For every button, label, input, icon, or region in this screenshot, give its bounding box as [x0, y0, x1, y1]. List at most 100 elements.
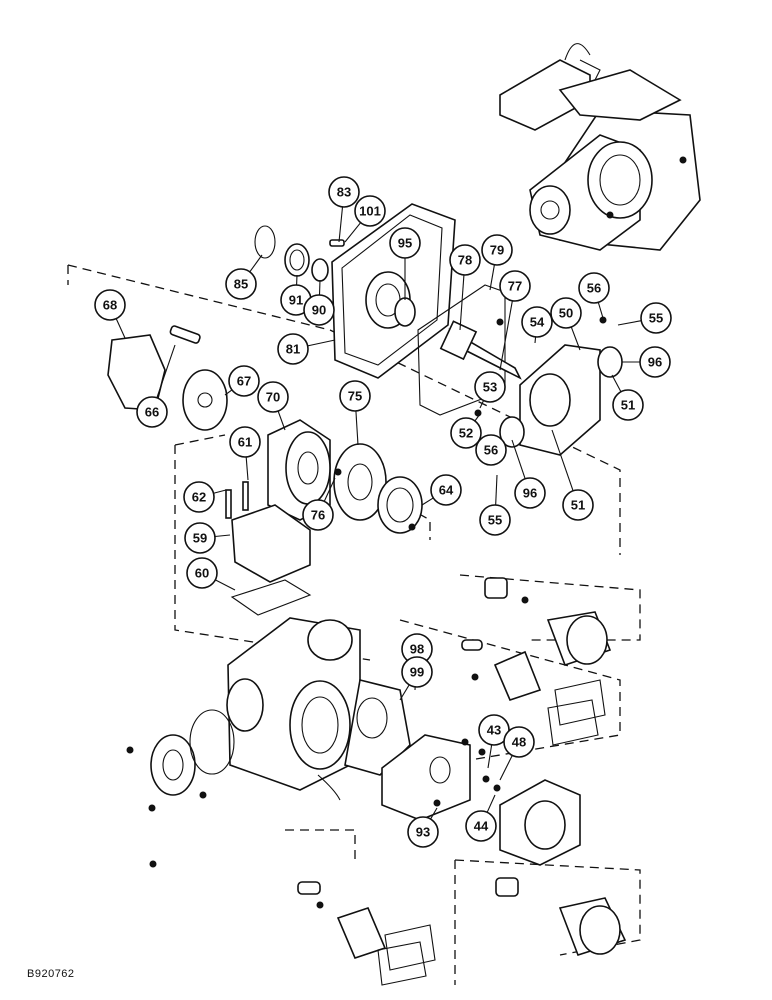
callout-label: 79 [490, 243, 504, 258]
callout-circle [479, 504, 511, 536]
callout-90: 90 [303, 279, 335, 326]
callout-leader-line [213, 489, 227, 494]
callout-circle [612, 389, 644, 421]
callout-95: 95 [389, 227, 421, 300]
callout-53: 53 [474, 371, 506, 409]
callout-66: 66 [136, 344, 176, 428]
callout-label: 48 [512, 735, 526, 750]
callout-circle [639, 346, 671, 378]
callout-label: 68 [103, 298, 117, 313]
callout-51: 51 [551, 429, 594, 521]
callout-circle [407, 816, 439, 848]
callout-circle [303, 294, 335, 326]
callout-circle [186, 557, 218, 589]
callout-56: 56 [578, 272, 610, 319]
callout-55: 55 [479, 474, 511, 536]
callout-label: 60 [195, 566, 209, 581]
callout-leader-line [611, 374, 622, 393]
callout-label: 59 [193, 531, 207, 546]
callout-leader-line [430, 807, 438, 820]
callout-leader-line [156, 344, 176, 398]
callout-83: 83 [328, 176, 360, 243]
callout-leader-line [215, 579, 236, 591]
callout-label: 76 [311, 508, 325, 523]
fasteners [126, 316, 607, 909]
callout-56: 56 [475, 434, 507, 466]
callout-label: 83 [337, 185, 351, 200]
callout-circle [430, 474, 462, 506]
callout-circle [450, 417, 482, 449]
callout-circle [475, 434, 507, 466]
callout-label: 85 [234, 277, 248, 292]
callout-leader-line [338, 206, 344, 243]
callout-50: 50 [550, 297, 582, 351]
callout-label: 62 [192, 490, 206, 505]
callout-54: 54 [521, 306, 553, 344]
callout-label: 101 [359, 204, 381, 219]
callout-leader-line [486, 794, 496, 813]
callout-circle [277, 333, 309, 365]
callout-leader-line [551, 429, 574, 492]
callout-label: 52 [459, 426, 473, 441]
callout-64: 64 [421, 474, 462, 506]
callout-76: 76 [302, 477, 336, 531]
callout-circle [136, 396, 168, 428]
callout-label: 54 [530, 315, 545, 330]
figure-code: B920762 [27, 968, 75, 980]
callout-98: 98 [401, 633, 433, 691]
callout-leader-line [344, 222, 362, 243]
callout-leader-line [249, 254, 263, 273]
callout-leader-line [214, 534, 231, 538]
callout-circle [521, 306, 553, 338]
callout-circle [499, 270, 531, 302]
callout-label: 44 [474, 819, 489, 834]
callout-52: 52 [450, 413, 482, 449]
callout-leader-line [224, 389, 233, 396]
callout-leader-line [323, 477, 336, 502]
callout-label: 61 [238, 435, 252, 450]
callout-circle [328, 176, 360, 208]
callout-circle [503, 726, 535, 758]
callout-label: 64 [439, 483, 454, 498]
callout-label: 99 [410, 665, 424, 680]
callout-label: 96 [648, 355, 662, 370]
callout-circle [354, 195, 386, 227]
callout-79: 79 [481, 234, 513, 291]
callout-circle [401, 656, 433, 688]
callout-leader-line [318, 279, 321, 296]
callout-circle [449, 244, 481, 276]
control-valve-components [225, 481, 312, 616]
callout-label: 78 [458, 253, 472, 268]
callout-circle [578, 272, 610, 304]
callout-leader-line [617, 320, 642, 326]
callout-93: 93 [407, 807, 439, 848]
callout-44: 44 [465, 794, 497, 842]
callout-label: 75 [348, 389, 362, 404]
callout-label: 81 [286, 342, 300, 357]
callout-leader-line [534, 336, 537, 344]
callout-67: 67 [224, 365, 260, 397]
callout-label: 70 [266, 390, 280, 405]
callout-leader-line [499, 755, 513, 781]
callout-label: 56 [484, 443, 498, 458]
callout-leader-line [307, 339, 336, 347]
callout-leader-line [421, 497, 434, 506]
callout-leader-line [277, 410, 286, 431]
callout-circle [302, 499, 334, 531]
main-housing-illustration [150, 617, 411, 801]
callout-leader-line [489, 264, 495, 291]
callout-label: 51 [571, 498, 585, 513]
upper-components [107, 203, 623, 534]
callout-68: 68 [94, 289, 126, 339]
callout-circle [257, 381, 289, 413]
callout-leader-line [399, 684, 410, 701]
callout-label: 51 [621, 398, 635, 413]
callout-label: 93 [416, 825, 430, 840]
callout-59: 59 [184, 522, 231, 554]
callout-label: 56 [587, 281, 601, 296]
assembled-pump-illustration [499, 43, 701, 251]
callout-85: 85 [225, 254, 263, 300]
